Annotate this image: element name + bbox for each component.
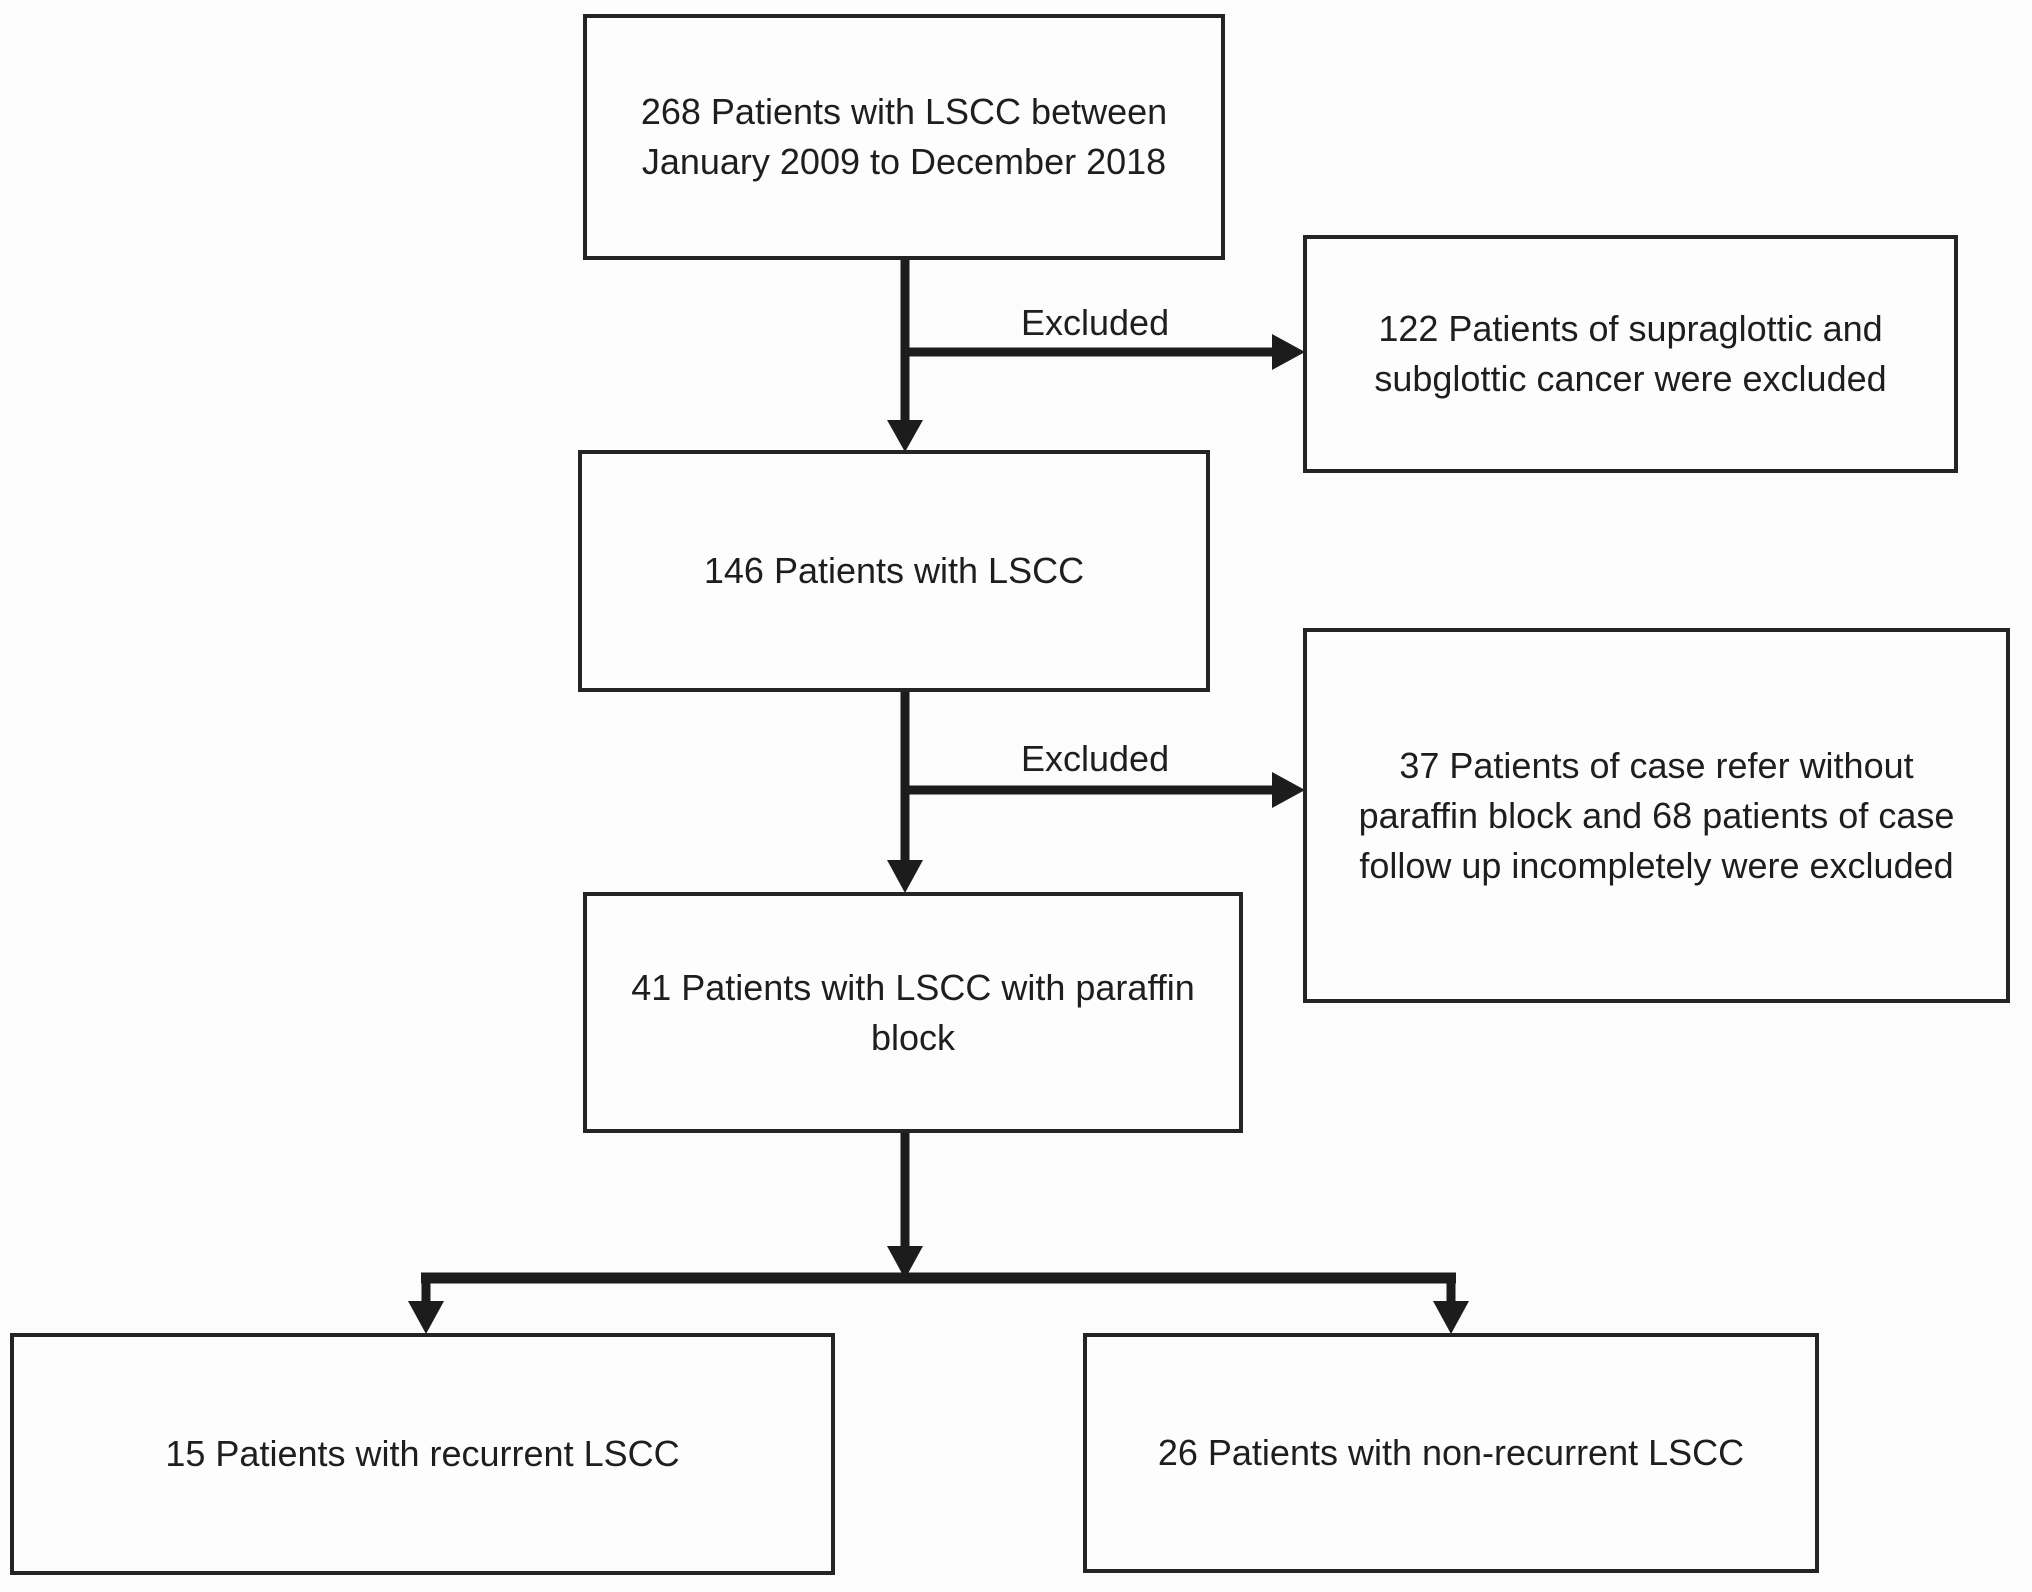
connector-branch-excluded-site [905,334,1305,370]
arrowhead-down-icon [408,1301,444,1334]
connector-split-to-recurrent [408,1274,444,1334]
connector-146-to-41 [887,690,923,893]
node-text-line: 41 Patients with LSCC with paraffin [631,966,1195,1008]
node-text-line: subglottic cancer were excluded [1374,358,1887,399]
node-text-line: 37 Patients of case refer without [1399,744,1914,786]
connector-enrolled-to-146 [887,258,923,452]
node-text-line: paraffin block and 68 patients of case [1358,794,1955,836]
arrowhead-down-icon [887,420,923,452]
connector-split-to-non-recurrent [1433,1274,1469,1334]
node-paraffin-41: 41 Patients with LSCC with paraffin bloc… [583,892,1243,1133]
arrowhead-right-icon [1272,772,1305,808]
node-recurrent: 15 Patients with recurrent LSCC [10,1333,835,1575]
node-enrolled: 268 Patients with LSCC between January 2… [583,14,1225,260]
node-text-line: 122 Patients of supraglottic and [1378,308,1883,349]
node-excluded-followup: 37 Patients of case refer without paraff… [1303,628,2010,1003]
node-text-line: 146 Patients with LSCC [703,550,1085,591]
excluded-label-followup: Excluded [1021,738,1170,779]
node-text-line: follow up incompletely were excluded [1359,844,1954,886]
excluded-label-site: Excluded [1021,302,1170,343]
arrowhead-down-icon [887,1246,923,1279]
connector-41-to-split [887,1131,923,1279]
node-lscc-146: 146 Patients with LSCC [578,450,1210,692]
node-excluded-site: 122 Patients of supraglottic and subglot… [1303,235,1958,473]
arrowhead-down-icon [1433,1301,1469,1334]
node-text-line: 268 Patients with LSCC between [640,91,1168,132]
node-text-line: January 2009 to December 2018 [641,141,1167,182]
node-non-recurrent: 26 Patients with non-recurrent LSCC [1083,1333,1819,1573]
connector-branch-excluded-followup [905,772,1305,808]
arrowhead-right-icon [1272,334,1305,370]
arrowhead-down-icon [887,860,923,893]
node-text-line: 15 Patients with recurrent LSCC [165,1433,680,1474]
node-text-line: block [870,1016,956,1058]
node-text-line: 26 Patients with non-recurrent LSCC [1157,1432,1745,1473]
